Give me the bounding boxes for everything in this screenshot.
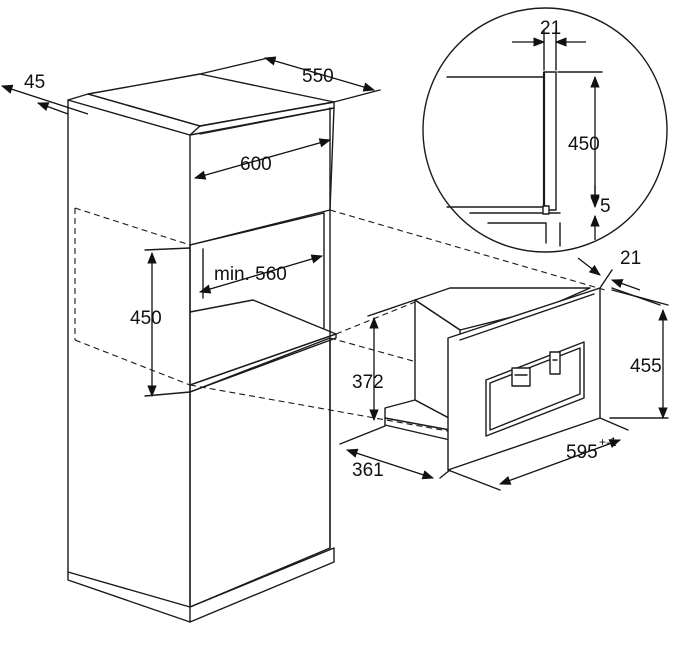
dimension-labels: 45 550 600 min. 560 450 21 450 5 21 455 … xyxy=(24,18,662,481)
detail-frame-profile xyxy=(543,71,557,211)
cabinet-plinth xyxy=(189,547,335,623)
dim-560-line xyxy=(198,254,324,294)
dim-595-line xyxy=(498,439,622,485)
dim-361-line xyxy=(345,448,435,480)
dim-550-line xyxy=(263,56,376,92)
niche-shelf xyxy=(189,299,337,386)
dim-21-appliance-line xyxy=(577,257,601,276)
appliance-frame-inner xyxy=(459,293,595,341)
cabinet-plinth-left xyxy=(67,571,191,623)
cabinet-left-side xyxy=(67,99,191,608)
appliance-spout-right xyxy=(549,351,561,375)
detail-view xyxy=(422,7,668,253)
label-455: 455 xyxy=(630,356,662,377)
label-5: 5 xyxy=(600,196,611,217)
label-372: 372 xyxy=(352,372,384,393)
coffee-machine xyxy=(384,287,601,471)
label-595-tolerance: +-1 xyxy=(599,435,617,449)
label-21-detail: 21 xyxy=(540,18,561,39)
label-min-560: min. 560 xyxy=(214,264,287,285)
label-550: 550 xyxy=(302,66,334,87)
detail-circle xyxy=(422,7,668,253)
detail-gap-block xyxy=(542,205,550,215)
cabinet-top xyxy=(87,73,335,127)
dim-600-line xyxy=(193,138,332,180)
label-361: 361 xyxy=(352,460,384,481)
dim-45-line xyxy=(0,84,89,115)
label-450-detail: 450 xyxy=(568,134,600,155)
label-45: 45 xyxy=(24,72,45,93)
label-450-niche: 450 xyxy=(130,308,162,329)
label-600: 600 xyxy=(240,154,272,175)
niche-shelf-front xyxy=(189,333,337,393)
label-595: 595 xyxy=(566,442,598,463)
appliance-spout-left xyxy=(511,367,531,387)
appliance-base-front xyxy=(384,417,451,441)
detail-lower-box xyxy=(487,222,561,247)
cabinet-lower-front xyxy=(189,337,331,608)
cabinet-upper-rail xyxy=(189,107,335,246)
dimension-lines xyxy=(0,29,669,491)
niche-inner-top xyxy=(189,212,325,329)
tall-cabinet xyxy=(67,73,337,623)
label-21-appliance: 21 xyxy=(620,248,641,269)
